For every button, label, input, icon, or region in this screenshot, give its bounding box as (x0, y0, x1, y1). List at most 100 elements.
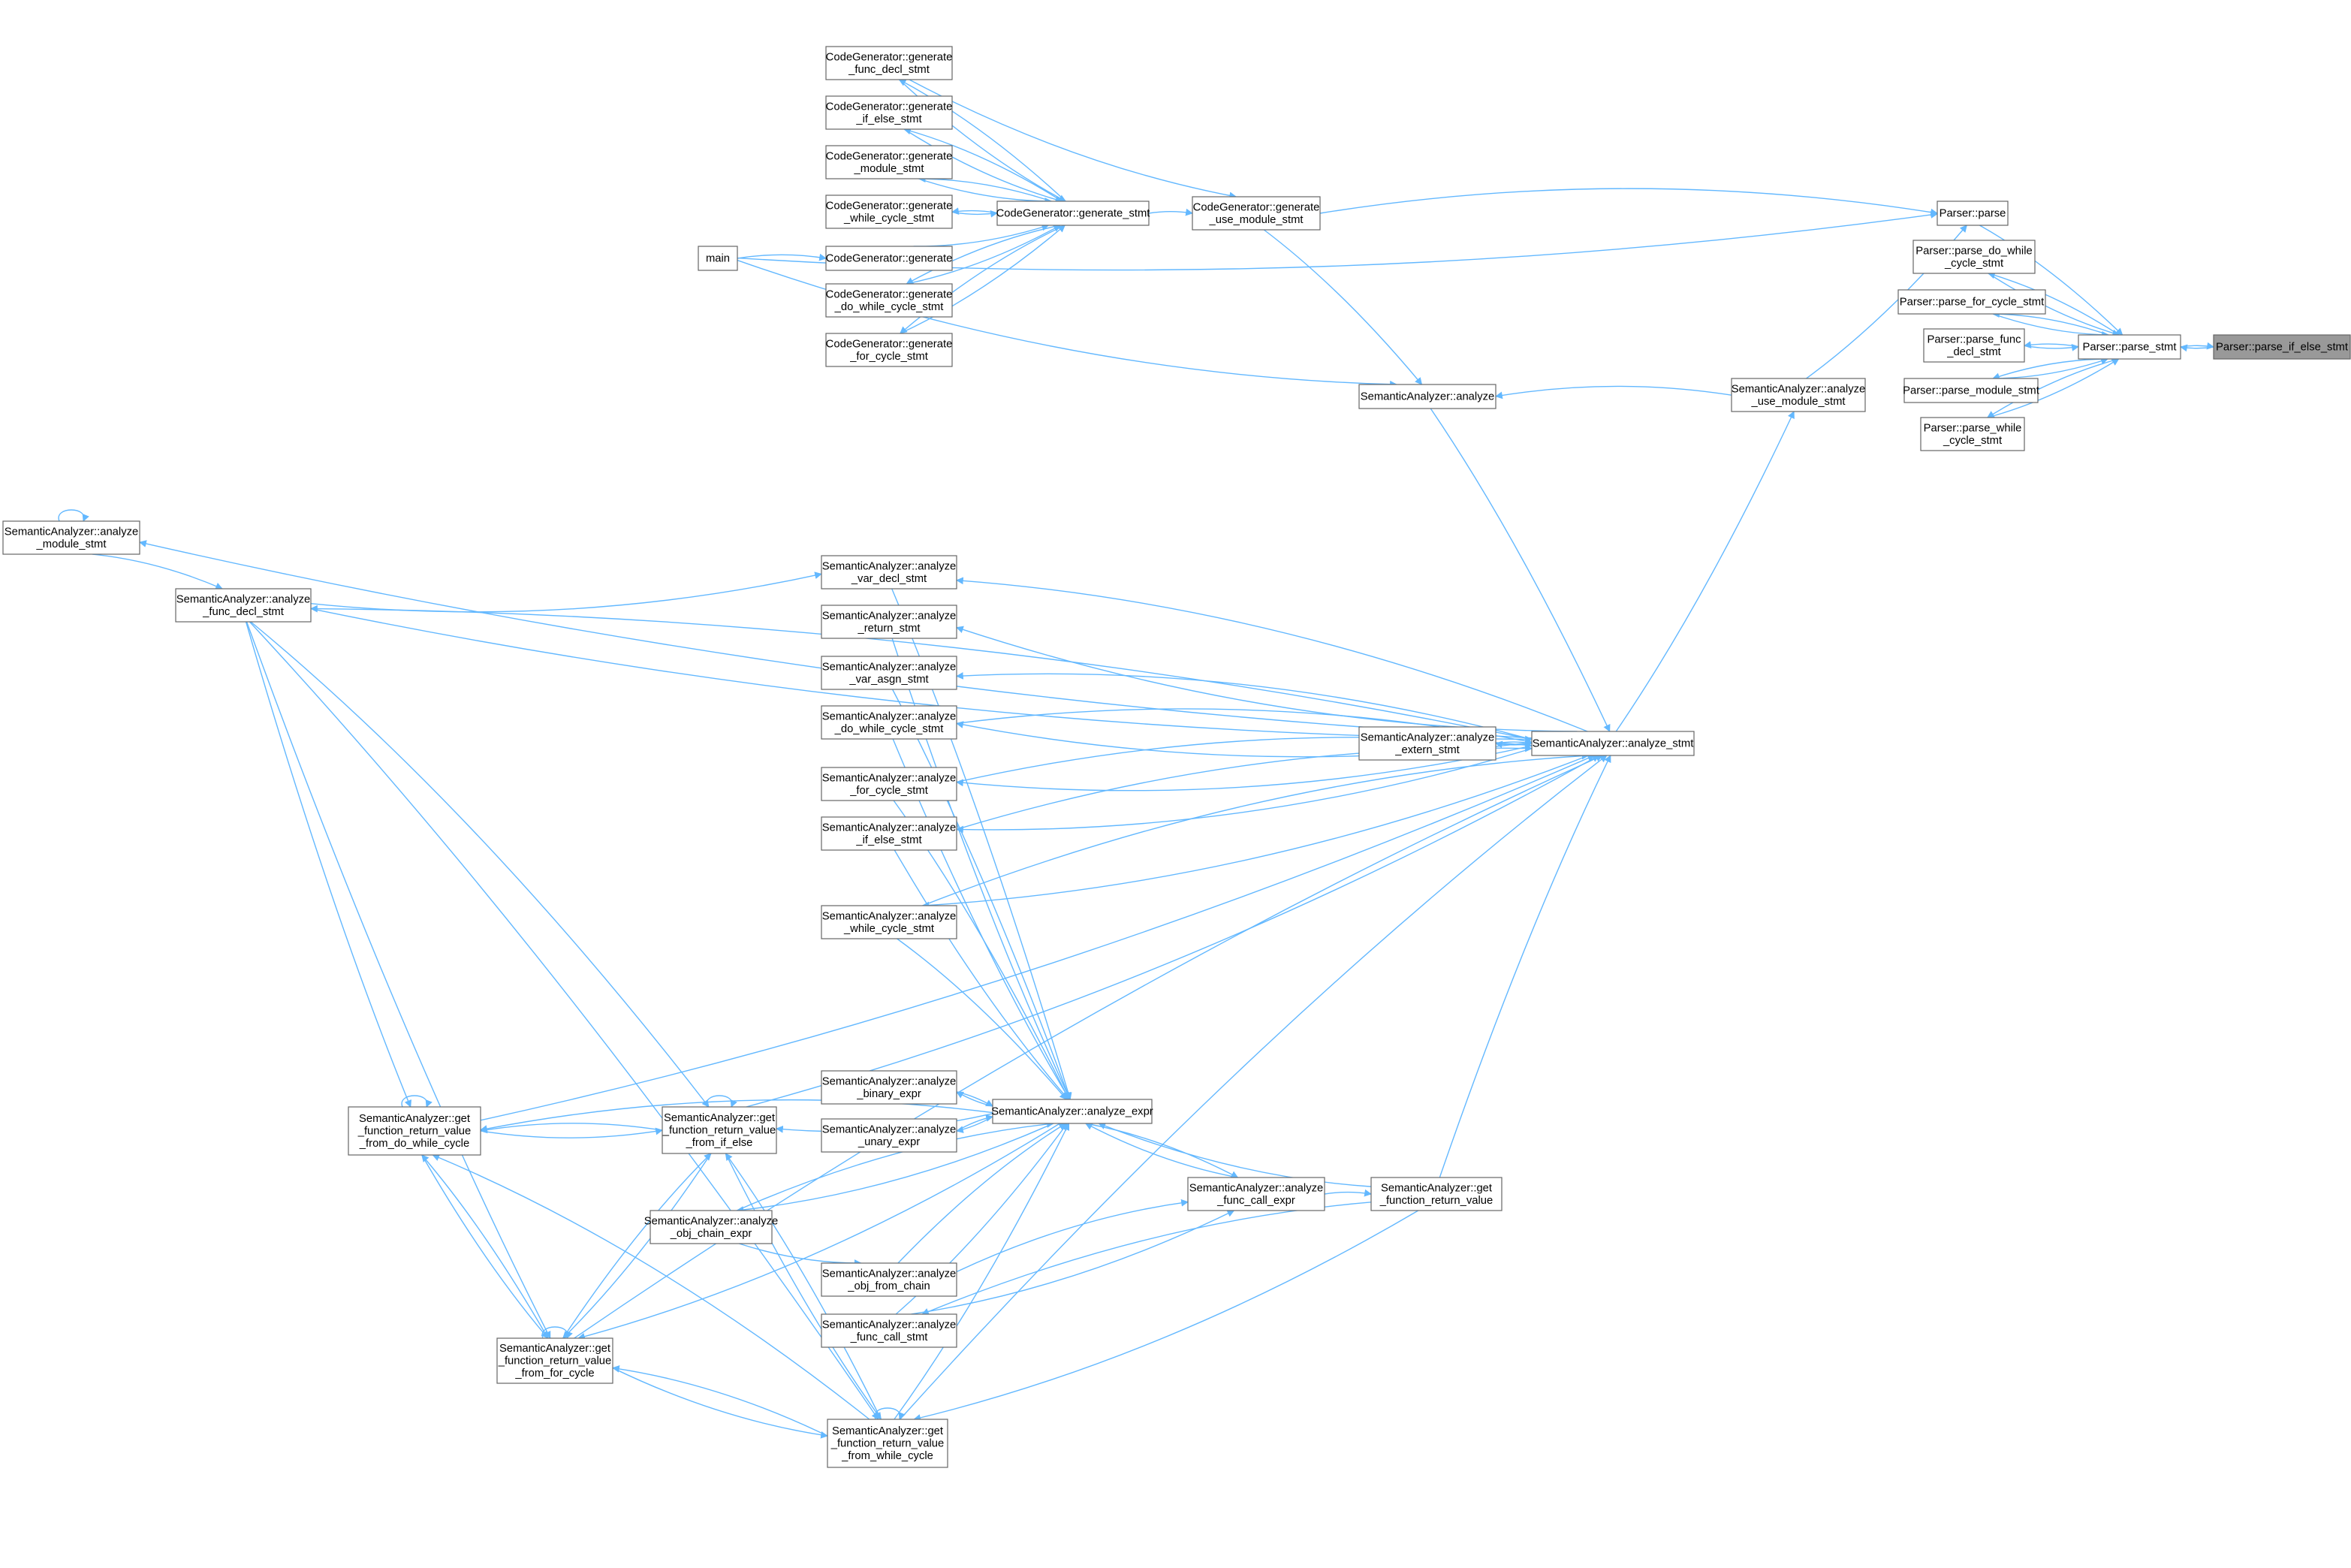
node-label: Parser::parse_func (1927, 333, 2021, 345)
node-label: _if_else_stmt (855, 113, 921, 125)
node-sa-obj-chain[interactable]: SemanticAnalyzer::analyze_obj_chain_expr (644, 1210, 778, 1244)
node-box (1531, 731, 1695, 756)
node-box (1187, 1177, 1325, 1211)
node-box (2078, 334, 2181, 360)
node-cg-generate[interactable]: CodeGenerator::generate (825, 246, 953, 271)
node-parse-do-while[interactable]: Parser::parse_do_while_cycle_stmt (1912, 240, 2036, 274)
node-main[interactable]: main (698, 246, 738, 271)
node-sa-analyze[interactable]: SemanticAnalyzer::analyze (1358, 384, 1497, 409)
node-sa-func-call-stmt[interactable]: SemanticAnalyzer::analyze_func_call_stmt (821, 1313, 957, 1348)
node-cg-if-else[interactable]: CodeGenerator::generate_if_else_stmt (825, 95, 953, 130)
node-parse[interactable]: Parser::parse (1937, 201, 2009, 226)
edge-parse_stmt-to-parse_func_decl (2024, 341, 2079, 348)
node-sa-for[interactable]: SemanticAnalyzer::analyze_for_cycle_stmt (821, 767, 957, 801)
node-sa-binary[interactable]: SemanticAnalyzer::analyze_binary_expr (821, 1070, 957, 1105)
node-label: _function_return_value (662, 1125, 776, 1137)
node-sa-extern[interactable]: SemanticAnalyzer::analyze_extern_stmt (1358, 726, 1497, 761)
edge-main-to-cg_generate (737, 253, 827, 261)
node-label: _while_cycle_stmt (843, 213, 934, 225)
node-label: _obj_chain_expr (670, 1228, 752, 1240)
node-box (825, 246, 953, 271)
node-label: _use_module_stmt (1750, 396, 1845, 408)
node-box (821, 1118, 957, 1153)
edge-parse-to-parse_stmt (1979, 225, 2123, 336)
node-label: SemanticAnalyzer::analyze (5, 526, 138, 538)
node-sa-stmt[interactable]: SemanticAnalyzer::analyze_stmt (1531, 731, 1695, 756)
node-cg-while[interactable]: CodeGenerator::generate_while_cycle_stmt (825, 194, 953, 229)
node-box (827, 1419, 948, 1468)
node-sa-func-decl[interactable]: SemanticAnalyzer::analyze_func_decl_stmt (175, 588, 312, 623)
node-label: _cycle_stmt (1943, 435, 2002, 447)
edge-sa_stmt-to-sa_var_asgn (956, 672, 1533, 740)
node-box (825, 194, 953, 229)
node-get-do-while[interactable]: SemanticAnalyzer::get_function_return_va… (348, 1106, 481, 1156)
node-get-ret[interactable]: SemanticAnalyzer::get_function_return_va… (1370, 1177, 1503, 1211)
node-get-while[interactable]: SemanticAnalyzer::get_function_return_va… (827, 1419, 948, 1468)
node-label: CodeGenerator::generate (1193, 201, 1320, 213)
node-box (1920, 417, 2025, 451)
node-box (821, 605, 957, 639)
node-label: CodeGenerator::generate (826, 338, 953, 350)
edge-sa_func_call_stmt-to-sa_func_call_expr (911, 1210, 1235, 1315)
edge-sa_analyze-to-sa_stmt (1430, 408, 1611, 732)
node-label: _extern_stmt (1394, 744, 1460, 756)
node-sa-var-asgn[interactable]: SemanticAnalyzer::analyze_var_asgn_stmt (821, 656, 957, 690)
node-sa-while[interactable]: SemanticAnalyzer::analyze_while_cycle_st… (821, 905, 957, 939)
node-sa-var-decl[interactable]: SemanticAnalyzer::analyze_var_decl_stmt (821, 555, 957, 590)
edge-sa_while-to-sa_stmt (922, 752, 1590, 906)
node-label: CodeGenerator::generate (826, 150, 953, 162)
node-label: _function_return_value (830, 1438, 945, 1450)
node-sa-expr[interactable]: SemanticAnalyzer::analyze_expr (991, 1099, 1153, 1124)
node-label: SemanticAnalyzer::analyze (176, 593, 310, 605)
node-box (821, 905, 957, 939)
node-cg-module[interactable]: CodeGenerator::generate_module_stmt (825, 145, 953, 179)
node-cg-for[interactable]: CodeGenerator::generate_for_cycle_stmt (825, 333, 953, 367)
node-sa-use-module[interactable]: SemanticAnalyzer::analyze_use_module_stm… (1731, 378, 1866, 412)
node-sa-func-call-expr[interactable]: SemanticAnalyzer::analyze_func_call_expr (1187, 1177, 1325, 1211)
edge-parse_stmt-to-parse_if_else (2180, 342, 2214, 350)
edge-sa_func_call_expr-to-sa_expr (1084, 1123, 1238, 1178)
node-parse-func-decl[interactable]: Parser::parse_func_decl_stmt (1923, 328, 2025, 363)
node-box (175, 588, 312, 623)
node-label: CodeGenerator::generate (826, 200, 953, 212)
edge-parse_while-to-parse_stmt (1987, 358, 2120, 418)
node-box (821, 656, 957, 690)
node-parse-while[interactable]: Parser::parse_while_cycle_stmt (1920, 417, 2025, 451)
node-label: _decl_stmt (1946, 346, 2001, 358)
edge-sa_use_module-to-sa_analyze (1495, 385, 1732, 400)
node-label: _func_decl_stmt (848, 64, 930, 76)
edge-get_do_while-to-sa_stmt (480, 755, 1596, 1121)
node-box (1912, 240, 2036, 274)
node-label: SemanticAnalyzer::analyze (822, 661, 956, 673)
node-label: SemanticAnalyzer::analyze (822, 1123, 956, 1135)
node-label: _function_return_value (1379, 1195, 1493, 1207)
node-sa-unary[interactable]: SemanticAnalyzer::analyze_unary_expr (821, 1118, 957, 1153)
node-sa-return[interactable]: SemanticAnalyzer::analyze_return_stmt (821, 605, 957, 639)
edge-get_ret-to-get_while (913, 1210, 1419, 1422)
node-label: _func_call_stmt (850, 1331, 928, 1343)
edge-sa_stmt-to-sa_for (956, 745, 1533, 792)
edge-sa_module-to-sa_module (58, 509, 89, 522)
node-label: _use_module_stmt (1208, 214, 1303, 226)
edge-parse_for-to-parse_stmt (1992, 313, 2109, 339)
node-label: _from_while_cycle (841, 1450, 933, 1462)
node-parse-stmt[interactable]: Parser::parse_stmt (2078, 334, 2181, 360)
node-get-for[interactable]: SemanticAnalyzer::get_function_return_va… (496, 1337, 613, 1384)
edge-get_while-to-sa_stmt (900, 755, 1608, 1420)
node-sa-if-else[interactable]: SemanticAnalyzer::analyze_if_else_stmt (821, 816, 957, 851)
node-sa-obj-from-chain[interactable]: SemanticAnalyzer::analyze_obj_from_chain (821, 1262, 957, 1297)
edge-sa_unary-to-sa_expr (956, 1114, 993, 1132)
node-sa-module[interactable]: SemanticAnalyzer::analyze_module_stmt (2, 520, 140, 555)
edge-cg_for-to-cg_stmt (900, 225, 1065, 334)
node-label: CodeGenerator::generate (826, 51, 953, 63)
node-parse-if-else[interactable]: Parser::parse_if_else_stmt (2213, 334, 2351, 360)
node-parse-for[interactable]: Parser::parse_for_cycle_stmt (1897, 289, 2046, 315)
edge-get_if_else-to-get_do_while (480, 1123, 663, 1134)
node-cg-use-module[interactable]: CodeGenerator::generate_use_module_stmt (1192, 196, 1321, 231)
node-cg-do-while[interactable]: CodeGenerator::generate_do_while_cycle_s… (825, 283, 953, 318)
node-sa-do-while[interactable]: SemanticAnalyzer::analyze_do_while_cycle… (821, 705, 957, 740)
node-cg-func-decl[interactable]: CodeGenerator::generate_func_decl_stmt (825, 46, 953, 80)
node-get-if-else[interactable]: SemanticAnalyzer::get_function_return_va… (662, 1106, 777, 1154)
node-cg-stmt[interactable]: CodeGenerator::generate_stmt (996, 201, 1150, 226)
node-parse-module[interactable]: Parser::parse_module_stmt (1903, 378, 2039, 403)
